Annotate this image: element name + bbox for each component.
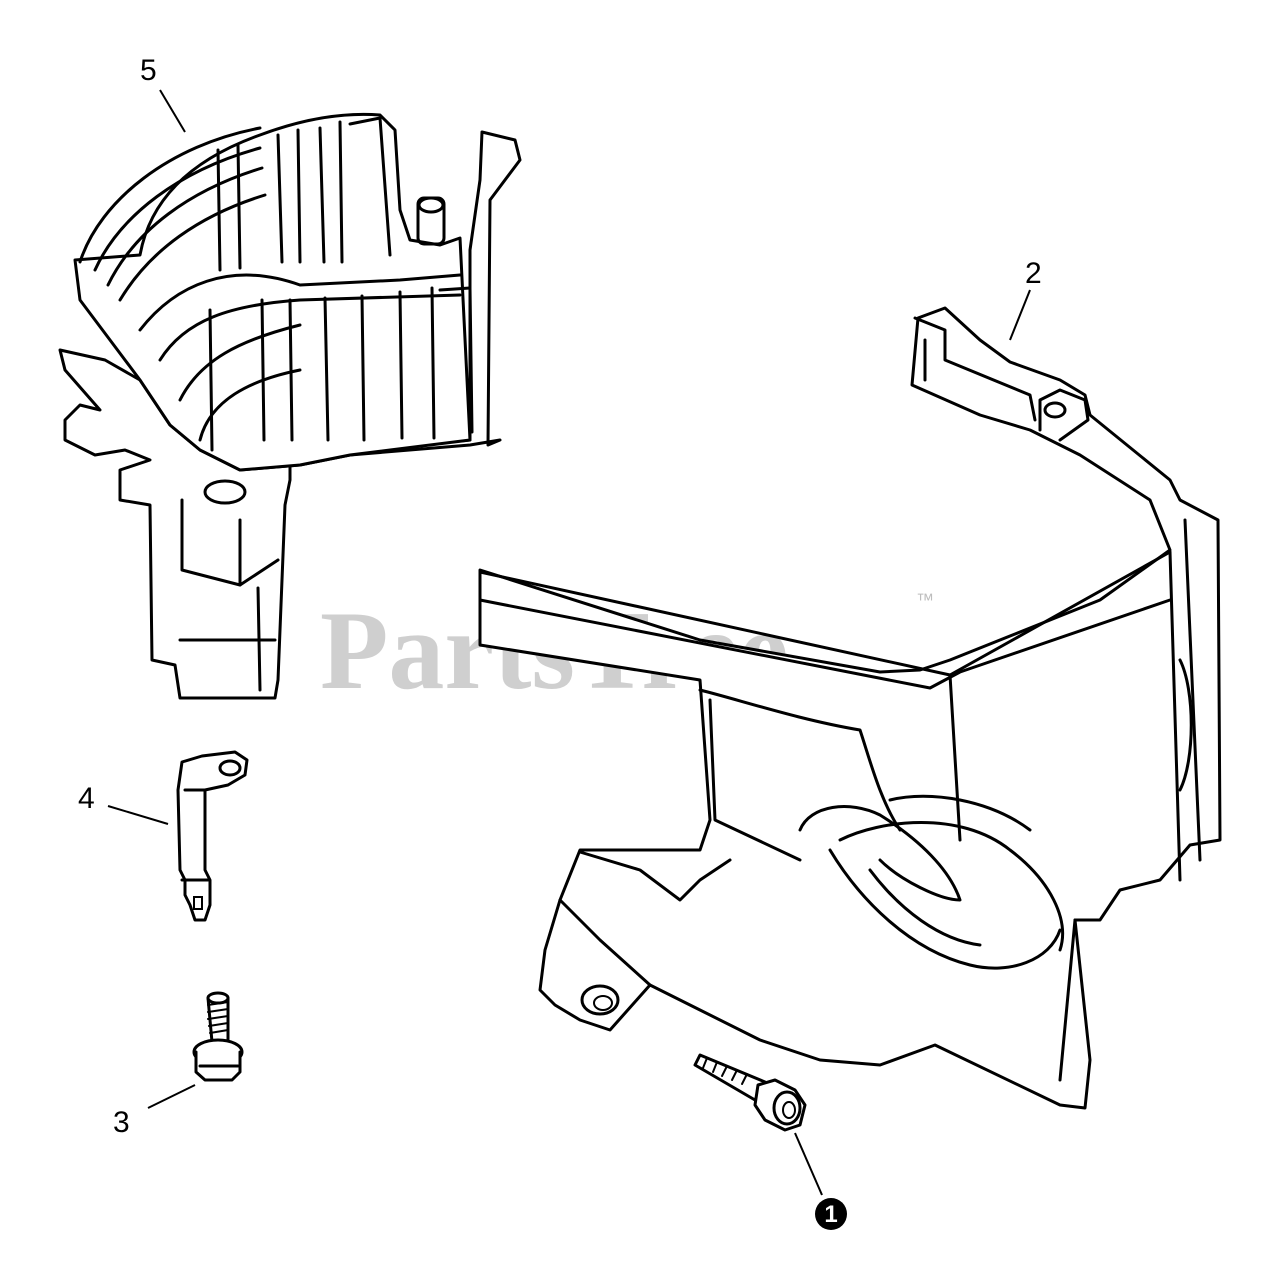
part-5-fan-guard[interactable] <box>58 112 522 700</box>
part-2-fan-housing[interactable] <box>478 306 1222 1110</box>
leader-1 <box>794 1132 823 1196</box>
callout-4[interactable]: 4 <box>78 782 95 815</box>
leader-4 <box>107 805 169 825</box>
callout-5[interactable]: 5 <box>140 54 157 87</box>
watermark-trademark: ™ <box>916 590 934 610</box>
part-4-bracket[interactable] <box>176 750 249 922</box>
callout-1-label: 1 <box>824 1201 837 1228</box>
callout-1[interactable]: 1 <box>815 1198 847 1230</box>
leader-3 <box>147 1084 196 1109</box>
callout-3[interactable]: 3 <box>113 1106 130 1139</box>
part-1-screw[interactable] <box>693 1053 807 1132</box>
leader-2 <box>1009 289 1031 341</box>
callout-1-circle <box>815 1198 847 1230</box>
callout-2[interactable]: 2 <box>1025 257 1042 290</box>
part-3-screw[interactable] <box>192 991 244 1082</box>
leader-5 <box>159 89 186 133</box>
